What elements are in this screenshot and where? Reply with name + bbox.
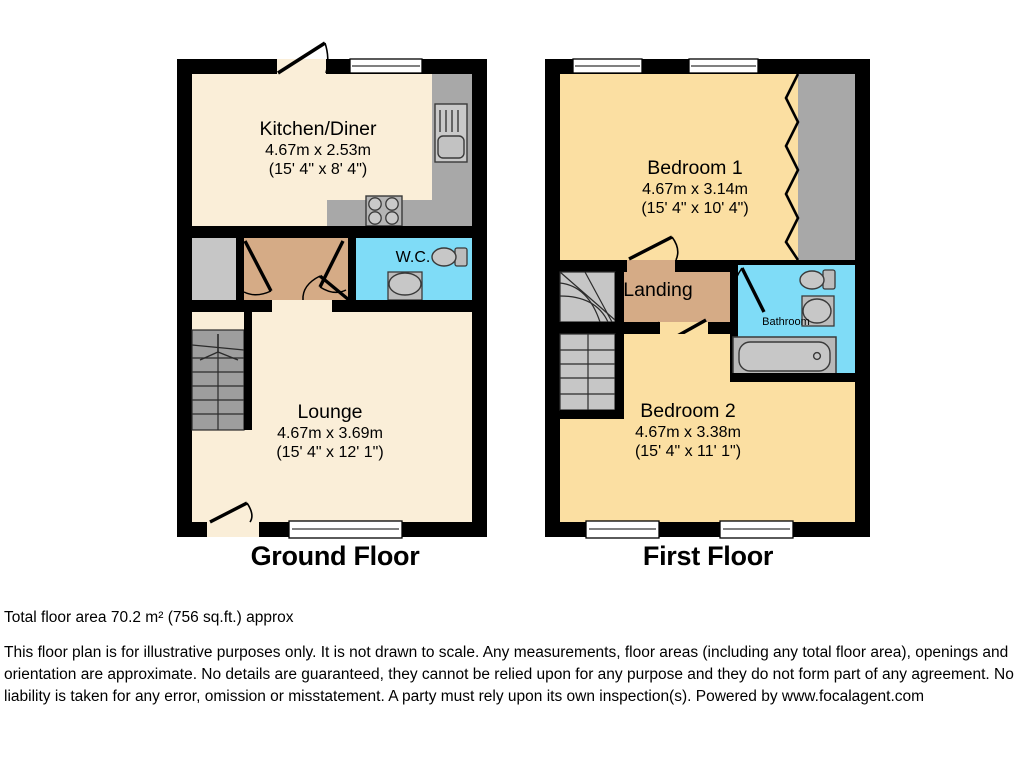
bedroom-2-metric: 4.67m x 3.38m xyxy=(635,424,741,441)
kitchen-rear-door-swing xyxy=(277,41,329,75)
kitchen-diner-metric: 4.67m x 2.53m xyxy=(265,142,371,159)
bedroom-1-imperial: (15' 4" x 10' 4") xyxy=(641,200,748,217)
bathtub-drain-icon xyxy=(812,351,822,361)
kitchen-rear-door-opening xyxy=(277,59,326,74)
bedroom2-window-left xyxy=(585,520,660,539)
wc-toilet-icon xyxy=(431,247,468,267)
disclaimer-text: This floor plan is for illustrative purp… xyxy=(4,644,1014,705)
bedroom-1-metric: 4.67m x 3.14m xyxy=(642,181,748,198)
bedroom1-window-left xyxy=(572,58,643,74)
wc-door-swing xyxy=(318,240,347,294)
kitchen-diner-room-name: Kitchen/Diner xyxy=(259,118,377,140)
wardrobe-sliding-doors-zigzag xyxy=(784,73,800,261)
bedroom1-doorway-opening xyxy=(627,260,675,272)
hall-door-left-swing xyxy=(243,240,273,296)
wc-basin-icon xyxy=(387,271,423,301)
wc-dividing-wall xyxy=(348,238,356,300)
landing-room-name: Landing xyxy=(623,279,692,301)
ground-staircase-icon xyxy=(191,312,252,431)
lounge-metric: 4.67m x 3.69m xyxy=(277,425,383,442)
bathroom-bottom-wall xyxy=(730,373,855,382)
lounge-doorway-opening xyxy=(272,300,332,312)
footer-text-block: Total floor area 70.2 m² (756 sq.ft.) ap… xyxy=(0,608,1024,708)
bedroom-2-room-name: Bedroom 2 xyxy=(640,400,735,422)
ground-floor-caption: Ground Floor xyxy=(250,541,420,571)
bathroom-room-name: Bathroom xyxy=(762,316,810,328)
bathroom-basin-icon xyxy=(801,295,835,327)
bedroom2-window-right xyxy=(719,520,794,539)
first-floor-caption: First Floor xyxy=(642,541,774,571)
bathroom-dividing-wall xyxy=(730,265,738,375)
front-door-swing xyxy=(209,501,253,524)
bedroom1-wardrobe-icon xyxy=(798,74,855,260)
lounge-imperial: (15' 4" x 12' 1") xyxy=(276,444,383,461)
storage-cupboard-icon xyxy=(192,238,236,300)
bedroom-2-imperial: (15' 4" x 11' 1") xyxy=(635,443,741,460)
kitchen-diner-imperial: (15' 4" x 8' 4") xyxy=(269,161,367,178)
sink-icon xyxy=(434,103,468,163)
storage-cupboard-wall xyxy=(236,238,244,300)
ground-kitchen-hall-divider xyxy=(177,226,487,238)
bedroom1-door-swing xyxy=(628,235,679,261)
first-floor-plan: Bedroom 1 4.67m x 3.14m (15' 4" x 10' 4"… xyxy=(545,58,870,539)
total-floor-area-text: Total floor area 70.2 m² (756 sq.ft.) ap… xyxy=(4,609,294,626)
ground-floor-plan: Kitchen/Diner 4.67m x 2.53m (15' 4" x 8'… xyxy=(177,41,487,539)
bathroom-toilet-icon xyxy=(799,269,836,290)
lounge-room-name: Lounge xyxy=(297,401,362,423)
wc-room-name: W.C. xyxy=(396,249,431,266)
bathroom-door-swing xyxy=(731,267,766,313)
front-door-opening xyxy=(207,522,259,537)
bedroom1-window-right xyxy=(688,58,759,74)
floor-plan-canvas: Kitchen/Diner 4.67m x 2.53m (15' 4" x 8'… xyxy=(177,41,870,539)
hob-icon xyxy=(365,195,403,227)
bathtub-inner xyxy=(738,341,831,372)
kitchen-rear-window xyxy=(349,58,423,74)
bedroom-1-room-name: Bedroom 1 xyxy=(647,157,742,179)
lounge-front-window xyxy=(288,520,403,539)
